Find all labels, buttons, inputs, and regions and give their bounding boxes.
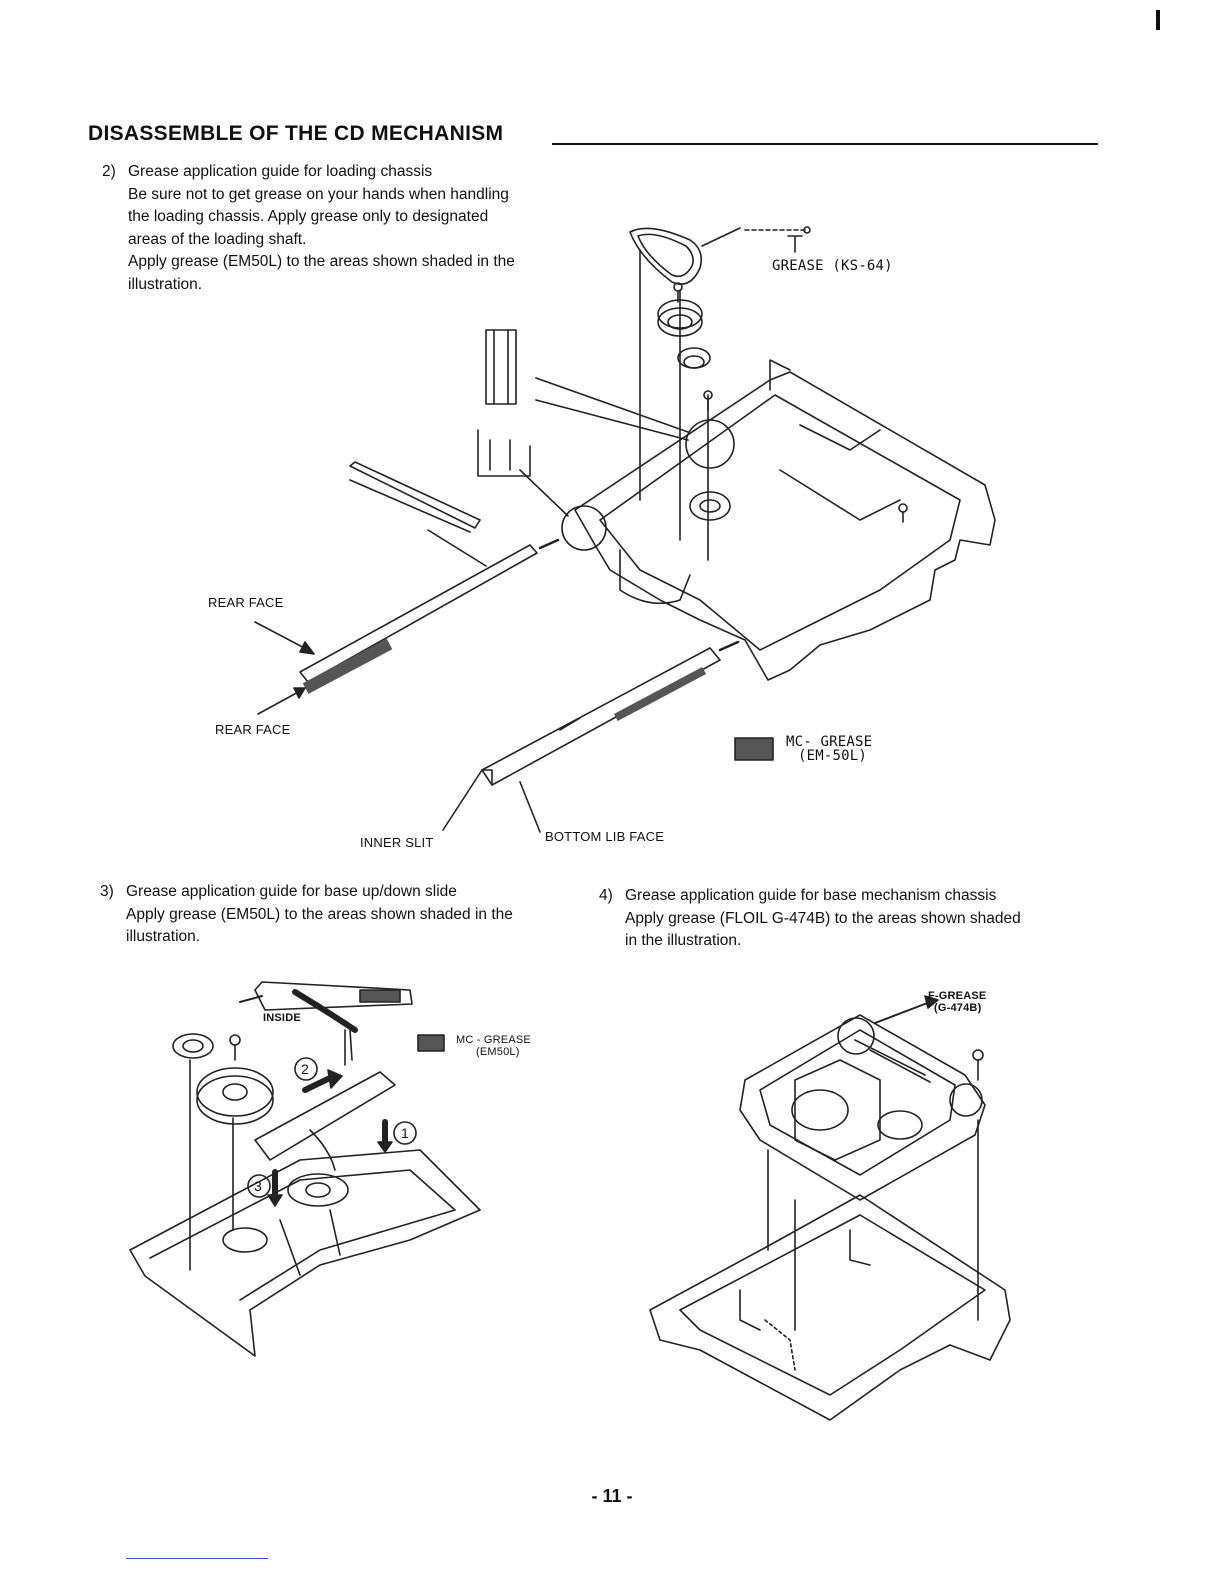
mc-grease-swatch-icon (417, 1034, 445, 1052)
grease-area-highlight (837, 1017, 875, 1055)
page-number: - 11 - (591, 1486, 633, 1506)
section-2-line: areas of the loading shaft. (128, 230, 307, 248)
gear-icon (172, 1033, 214, 1059)
mc-grease-swatch-icon (734, 737, 774, 761)
grease-area-highlight (949, 1083, 983, 1117)
f-grease-label: F-GREASE (928, 990, 987, 1002)
mc-grease-label: MC- GREASE (786, 734, 873, 750)
section-3-number: 3) (100, 883, 114, 900)
registration-mark (1156, 10, 1160, 30)
bottom-lib-face-label: BOTTOM LIB FACE (545, 829, 665, 844)
grease-ks64-label: GREASE (KS-64) (772, 258, 893, 274)
page-title: DISASSEMBLE OF THE CD MECHANISM (88, 122, 504, 145)
section-2: 2) Grease application guide for loading … (102, 161, 602, 296)
inner-slit-label: INNER SLIT (360, 835, 434, 850)
section-2-line: Be sure not to get grease on your hands … (128, 185, 509, 203)
screw-icon (972, 1049, 984, 1081)
section-3-line: Apply grease (EM50L) to the areas shown … (126, 905, 513, 923)
section-4-line: Apply grease (FLOIL G-474B) to the areas… (625, 909, 1021, 927)
section-3-line: illustration. (126, 928, 201, 945)
section-2-line: Apply grease (EM50L) to the areas shown … (128, 253, 515, 270)
belt-icon (629, 227, 703, 285)
section-3-title: Grease application guide for base up/dow… (126, 883, 457, 900)
rear-face-label: REAR FACE (208, 595, 284, 610)
section-4-title: Grease application guide for base mechan… (625, 887, 997, 904)
grease-area-highlight (561, 505, 607, 551)
figure-base-mechanism (649, 995, 1011, 1421)
step-1-number: 1 (401, 1125, 409, 1141)
section-2-line: illustration. (128, 275, 203, 293)
rear-face-label: REAR FACE (215, 722, 291, 737)
section-4-line: in the illustration. (625, 932, 742, 949)
section-2-line: the loading chassis. Apply grease only t… (128, 208, 489, 225)
gear-icon (689, 491, 731, 521)
mc-grease-label: (EM-50L) (798, 748, 868, 764)
figure-base-slide (129, 981, 481, 1357)
inside-label: INSIDE (263, 1012, 301, 1024)
step-3-number: 3 (254, 1178, 262, 1194)
section-3: 3) Grease application guide for base up/… (100, 881, 590, 949)
step-2-number: 2 (301, 1061, 309, 1077)
section-4-number: 4) (599, 887, 613, 904)
figure-loading-chassis (254, 226, 996, 833)
section-2-title: Grease application guide for loading cha… (128, 163, 433, 180)
gear-icon (677, 347, 711, 369)
section-4: 4) Grease application guide for base mec… (599, 885, 1089, 953)
f-grease-label: (G-474B) (934, 1002, 982, 1014)
screw-icon (673, 282, 908, 523)
section-2-number: 2) (102, 163, 116, 180)
screw-icon (229, 1034, 241, 1061)
mc-grease-label: MC - GREASE (456, 1034, 531, 1046)
mc-grease-label: (EM50L) (476, 1046, 520, 1058)
gear-icon (222, 1227, 268, 1253)
heading-rule (552, 143, 1098, 145)
grease-area-highlight (685, 419, 735, 469)
gear-icon (657, 299, 703, 337)
footer-rule (126, 1558, 268, 1559)
gear-icon (196, 1067, 274, 1125)
